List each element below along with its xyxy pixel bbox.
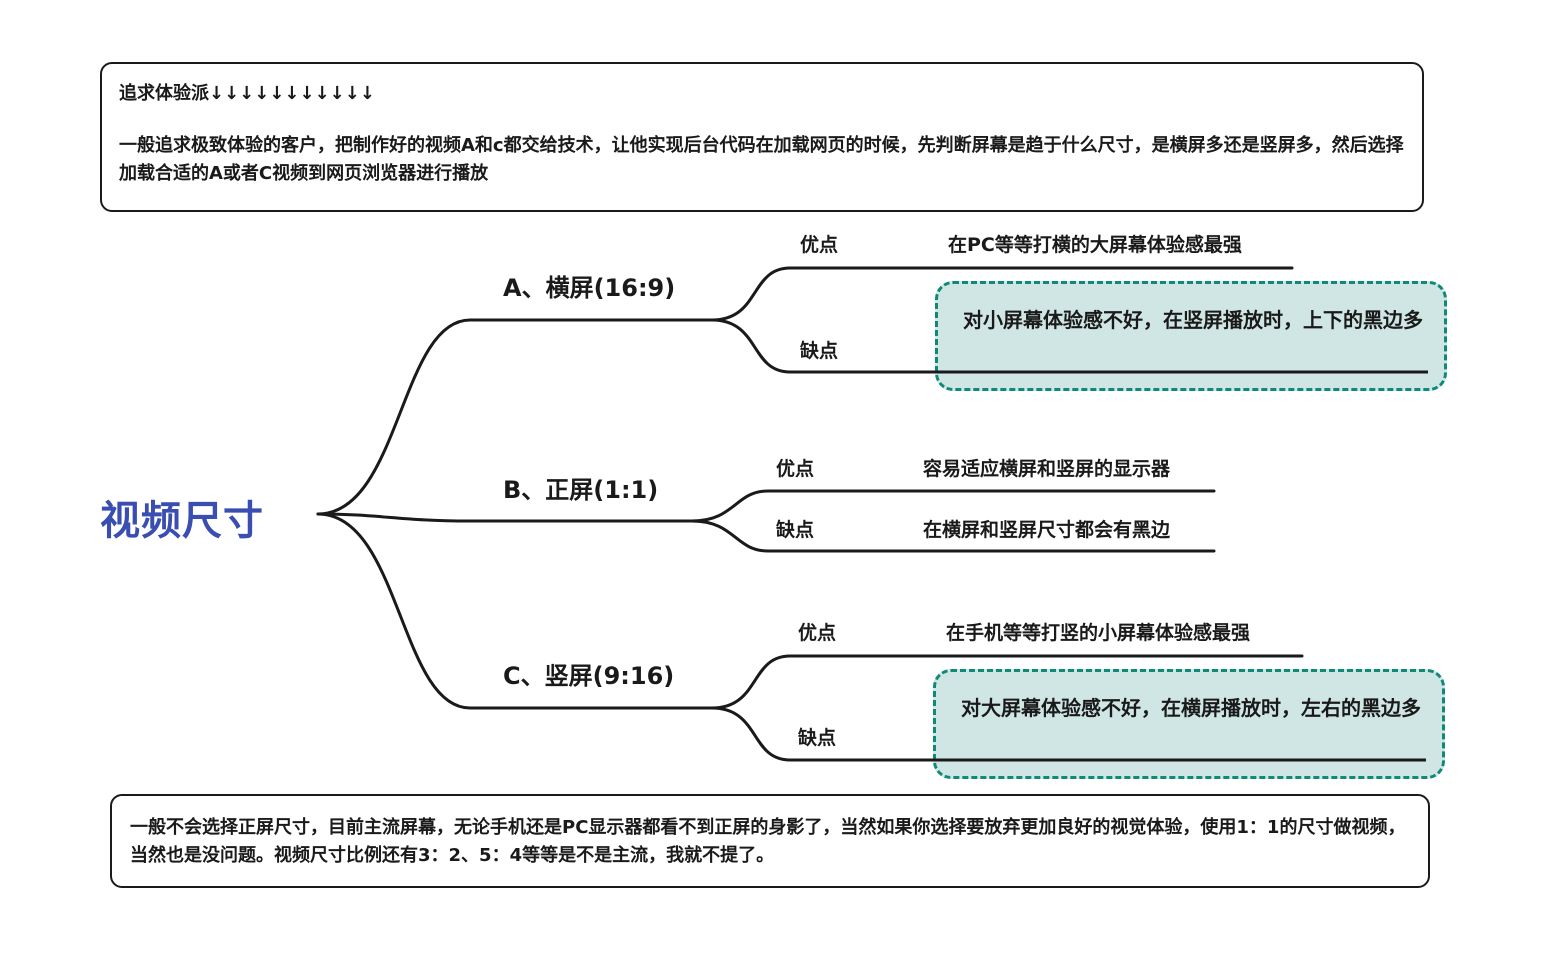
bottom-note: 一般不会选择正屏尺寸，目前主流屏幕，无论手机还是PC显示器都看不到正屏的身影了，… bbox=[110, 794, 1430, 888]
branch-b-pros-label[interactable]: 优点 bbox=[776, 458, 815, 480]
branch-c-cons-label[interactable]: 缺点 bbox=[798, 727, 837, 749]
connector-c-pros bbox=[710, 654, 1304, 710]
top-note: 追求体验派↓↓↓↓↓↓↓↓↓↓↓ 一般追求极致体验的客户，把制作好的视频A和c都… bbox=[100, 62, 1424, 212]
branch-a-pros-detail[interactable]: 在PC等等打横的大屏幕体验感最强 bbox=[948, 234, 1242, 256]
connector-root-b bbox=[316, 512, 694, 523]
connector-a-pros bbox=[710, 266, 1294, 322]
branch-c-cons-detail[interactable]: 对大屏幕体验感不好，在横屏播放时，左右的黑边多 bbox=[961, 696, 1421, 720]
branch-c-label[interactable]: C、竖屏(9:16) bbox=[503, 662, 675, 690]
connector-root-a bbox=[316, 318, 714, 516]
connector-b-cons bbox=[690, 519, 1216, 553]
branch-b-label[interactable]: B、正屏(1:1) bbox=[503, 476, 659, 504]
root-topic[interactable]: 视频尺寸 bbox=[100, 498, 264, 544]
connector-c-cons bbox=[710, 706, 1428, 762]
branch-a-cons-label[interactable]: 缺点 bbox=[800, 340, 839, 362]
branch-c-pros-label[interactable]: 优点 bbox=[798, 622, 837, 644]
top-note-title: 追求体验派↓↓↓↓↓↓↓↓↓↓↓ bbox=[119, 83, 375, 104]
connector-a-cons bbox=[710, 318, 1430, 374]
top-note-body: 一般追求极致体验的客户，把制作好的视频A和c都交给技术，让他实现后台代码在加载网… bbox=[119, 135, 1404, 184]
branch-b-cons-label[interactable]: 缺点 bbox=[776, 519, 815, 541]
branch-b-pros-detail[interactable]: 容易适应横屏和竖屏的显示器 bbox=[923, 458, 1171, 480]
connector-b-pros bbox=[690, 489, 1216, 523]
connector-root-c bbox=[316, 512, 714, 710]
branch-c-pros-detail[interactable]: 在手机等等打竖的小屏幕体验感最强 bbox=[946, 622, 1251, 644]
branch-a-cons-detail[interactable]: 对小屏幕体验感不好，在竖屏播放时，上下的黑边多 bbox=[963, 308, 1423, 332]
branch-a-label[interactable]: A、横屏(16:9) bbox=[503, 274, 676, 302]
branch-a-pros-label[interactable]: 优点 bbox=[800, 234, 839, 256]
bottom-note-body: 一般不会选择正屏尺寸，目前主流屏幕，无论手机还是PC显示器都看不到正屏的身影了，… bbox=[130, 817, 1406, 866]
branch-b-cons-detail[interactable]: 在横屏和竖屏尺寸都会有黑边 bbox=[923, 519, 1171, 541]
